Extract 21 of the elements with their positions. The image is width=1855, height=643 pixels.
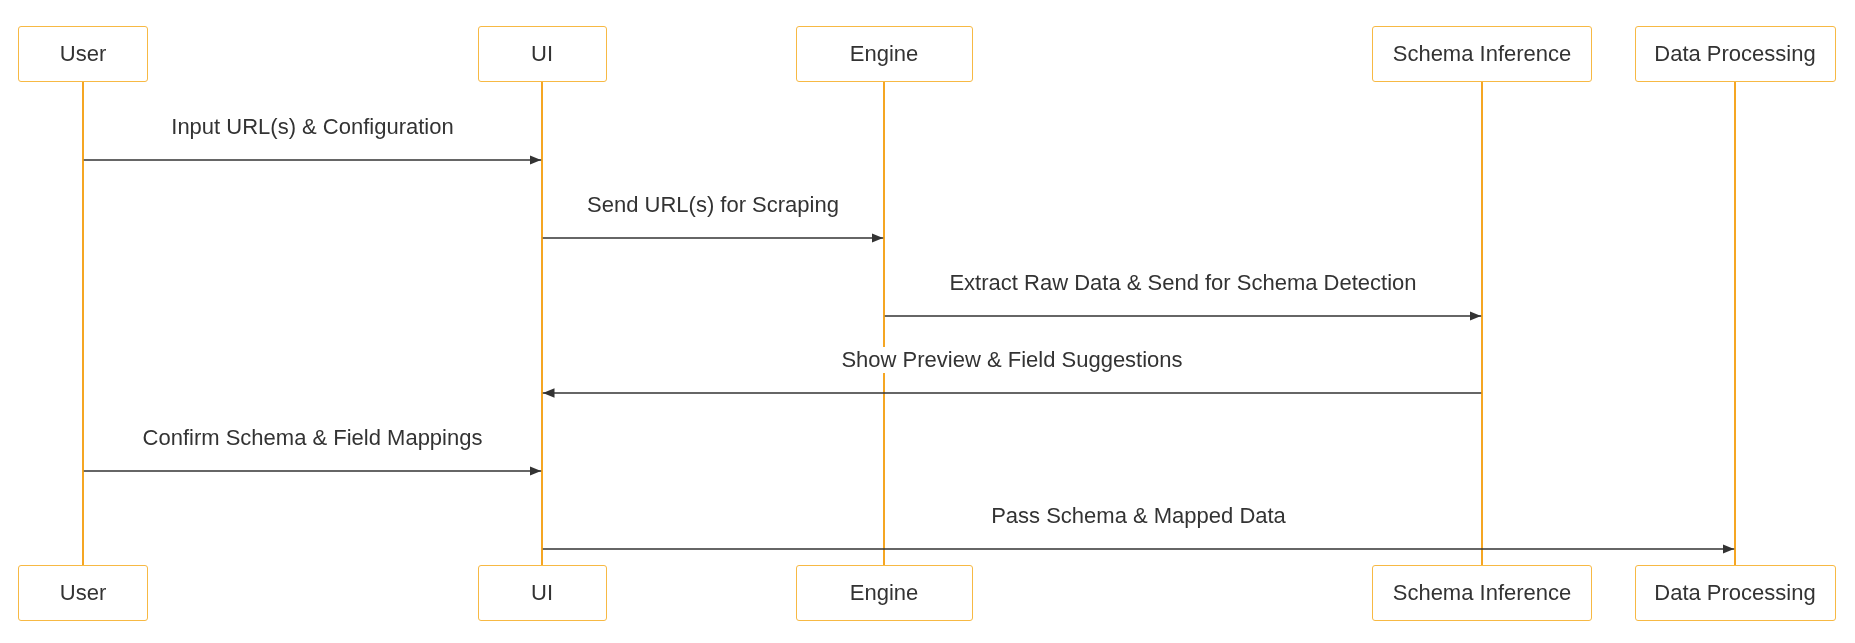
participant-box: UI: [477, 565, 607, 621]
participant-box: User: [18, 26, 148, 82]
message-arrow: [542, 233, 884, 243]
participant-box: Data Processing: [1634, 565, 1836, 621]
lifeline: [82, 82, 84, 565]
participant-box: Schema Inference: [1372, 26, 1592, 82]
lifeline: [541, 82, 543, 565]
message-arrow: [542, 388, 1482, 398]
participant-box: UI: [477, 26, 607, 82]
message-arrow: [83, 155, 542, 165]
participant-box: Schema Inference: [1372, 565, 1592, 621]
message-arrow: [884, 311, 1482, 321]
participant-box: User: [18, 565, 148, 621]
lifeline: [1734, 82, 1736, 565]
participant-box: Engine: [795, 26, 973, 82]
lifeline: [1481, 82, 1483, 565]
message-arrow: [83, 466, 542, 476]
participant-box: Data Processing: [1634, 26, 1836, 82]
lifeline: [883, 82, 885, 565]
participant-box: Engine: [795, 565, 973, 621]
message-arrow: [542, 544, 1735, 554]
